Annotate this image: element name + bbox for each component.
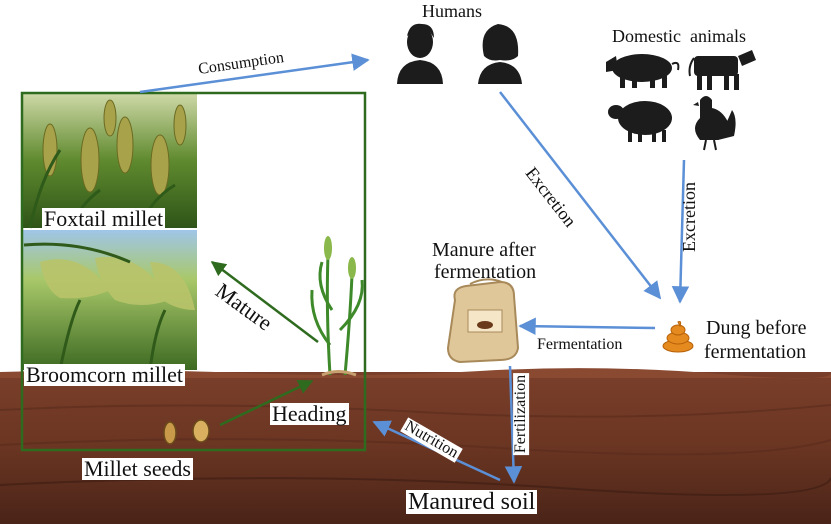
rooster-icon [693, 96, 736, 151]
person-female-icon [478, 24, 522, 84]
manure-after-label-line1: Manure after [432, 239, 536, 261]
fermentation-arrow [518, 317, 656, 335]
millet-plant-icon [310, 236, 364, 377]
excretion-animals-label: Excretion [678, 182, 699, 252]
foxtail-millet-photo [22, 93, 197, 229]
millet-seeds-label: Millet seeds [82, 456, 193, 481]
manure-after-label-line2: fermentation [434, 261, 537, 283]
consumption-arrow [139, 53, 370, 94]
mature-arrow [210, 261, 319, 343]
heading-arrow [219, 379, 314, 427]
fertilization-label: Fertilization [512, 372, 530, 456]
fermentation-label: Fermentation [535, 336, 625, 353]
foxtail-millet-label: Foxtail millet [42, 206, 166, 231]
dung-before-label-line1: Dung before [706, 317, 807, 339]
pig-icon [606, 54, 680, 88]
broomcorn-millet-label: Broomcorn millet [24, 362, 186, 387]
person-male-icon [397, 23, 443, 84]
manure-bag-icon [446, 278, 520, 364]
excretion-animals-arrow [671, 159, 690, 304]
heading-label: Heading [270, 401, 349, 426]
excretion-humans-arrow [499, 91, 662, 300]
dung-icon [662, 321, 694, 353]
seed-icon [163, 419, 210, 445]
dung-before-label-line2: fermentation [704, 341, 807, 363]
domestic-animals-label: Domestic animals [612, 26, 746, 46]
broomcorn-millet-photo [22, 230, 197, 371]
millet-frame [20, 91, 367, 452]
fertilization-arrow [504, 365, 523, 484]
cow-icon [688, 50, 756, 90]
humans-label: Humans [422, 1, 482, 21]
growth-arrows [210, 261, 319, 427]
sheep-icon [608, 101, 672, 142]
manured-soil-label: Manured soil [406, 489, 538, 515]
